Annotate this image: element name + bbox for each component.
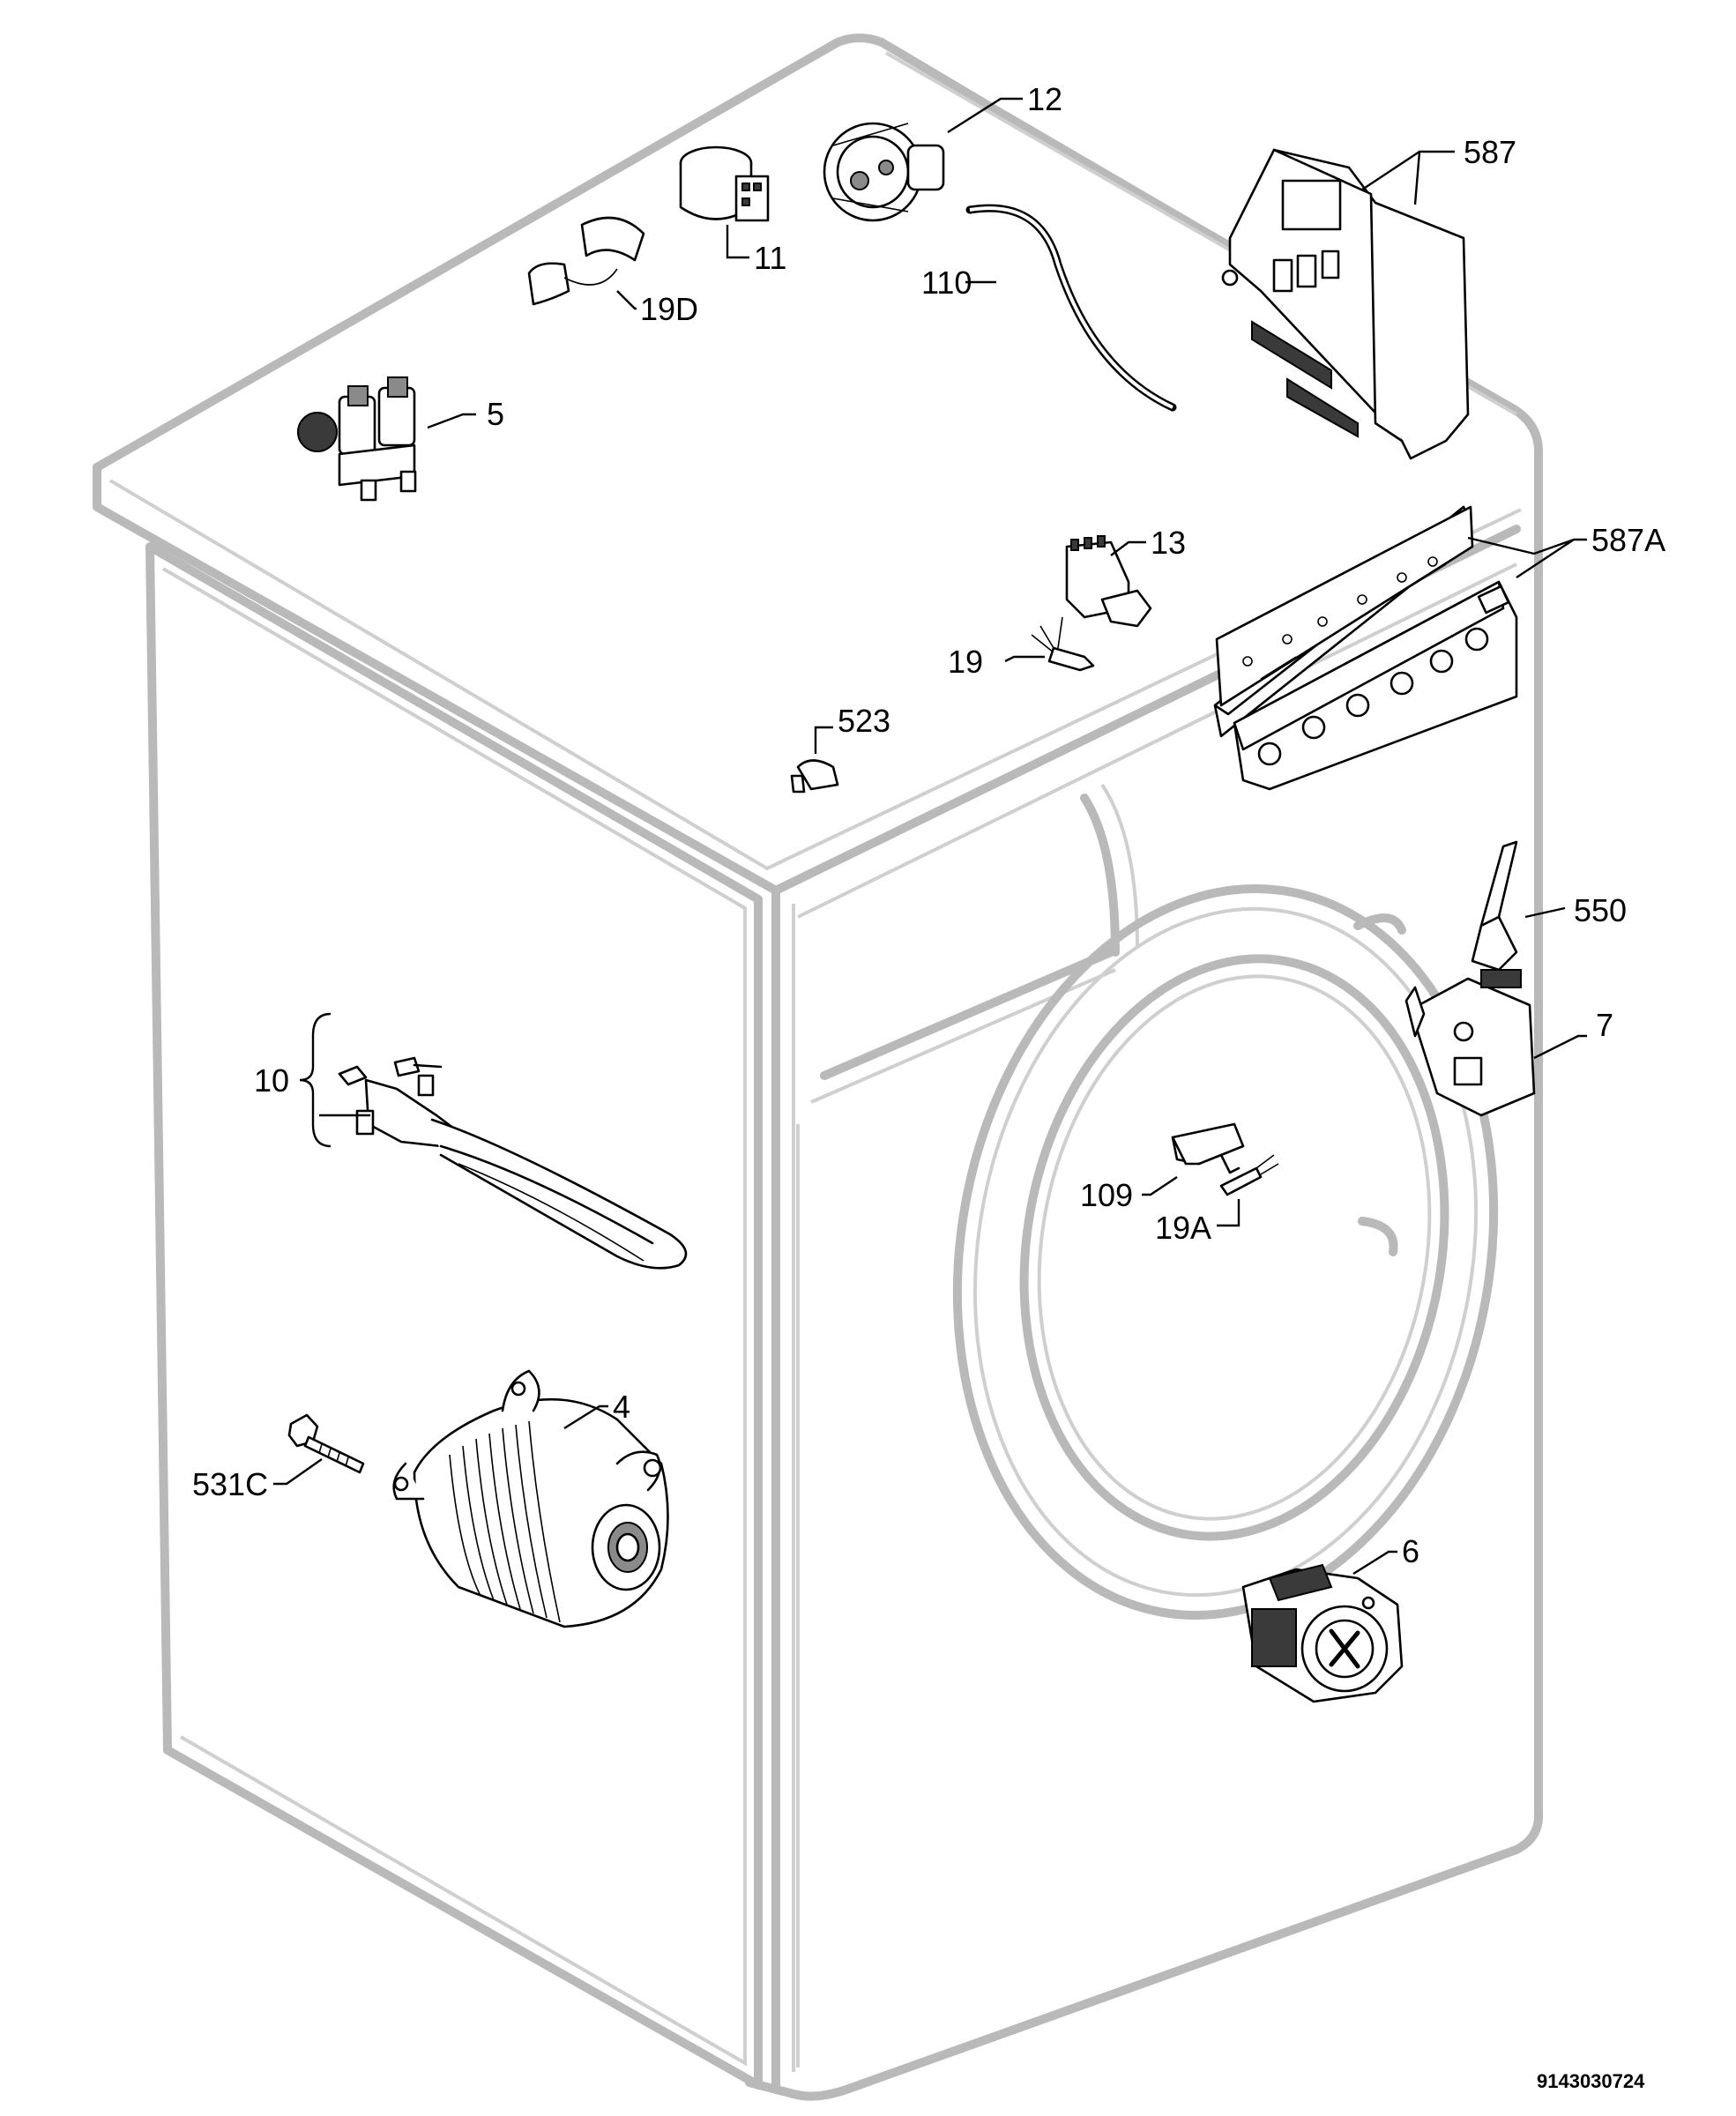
part-19A-sensor: 19A [1155, 1154, 1279, 1246]
label-11: 11 [754, 240, 786, 276]
label-110: 110 [921, 264, 972, 301]
part-13-switch: 13 [1065, 525, 1186, 628]
label-13: 13 [1151, 525, 1186, 561]
label-6: 6 [1402, 1533, 1419, 1569]
part-587A-control-boards: 587A [1213, 505, 1665, 791]
part-11-capacitor: 11 [679, 145, 786, 276]
label-109: 109 [1080, 1177, 1133, 1213]
part-587-electronic-board: 587 [1221, 134, 1516, 460]
label-7: 7 [1596, 1007, 1613, 1043]
part-19-sensor-probe: 19 [948, 616, 1095, 680]
washing-machine-cabinet [93, 34, 1543, 2101]
part-6-drain-pump: 6 [1241, 1533, 1419, 1703]
label-12: 12 [1027, 81, 1062, 117]
part-10-heating-element: 10 [254, 1012, 688, 1270]
part-110-hose: 110 [921, 204, 1177, 412]
part-550-door-handle: 550 [1471, 840, 1627, 972]
part-109-clip: 109 [1080, 1122, 1245, 1213]
label-19A: 19A [1155, 1210, 1211, 1246]
part-523-clip: 523 [790, 703, 890, 794]
part-12-pressure-switch: 12 [823, 81, 1062, 222]
label-10: 10 [254, 1062, 289, 1099]
label-587: 587 [1464, 134, 1516, 170]
label-5: 5 [487, 396, 504, 432]
label-531C: 531C [192, 1466, 268, 1502]
part-4-motor: 4 [392, 1369, 669, 1628]
drawing-code: 9143030724 [1537, 2070, 1645, 2092]
part-19D-sensor: 19D [527, 216, 698, 327]
part-5-inlet-valve: 5 [297, 376, 504, 502]
label-19: 19 [948, 644, 983, 680]
label-19D: 19D [640, 291, 698, 327]
label-550: 550 [1574, 892, 1627, 928]
part-7-door-lock: 7 [1404, 969, 1613, 1117]
part-531C-screw: 531C [192, 1413, 365, 1502]
label-523: 523 [838, 703, 890, 739]
label-4: 4 [613, 1389, 630, 1425]
label-587A: 587A [1591, 522, 1665, 558]
